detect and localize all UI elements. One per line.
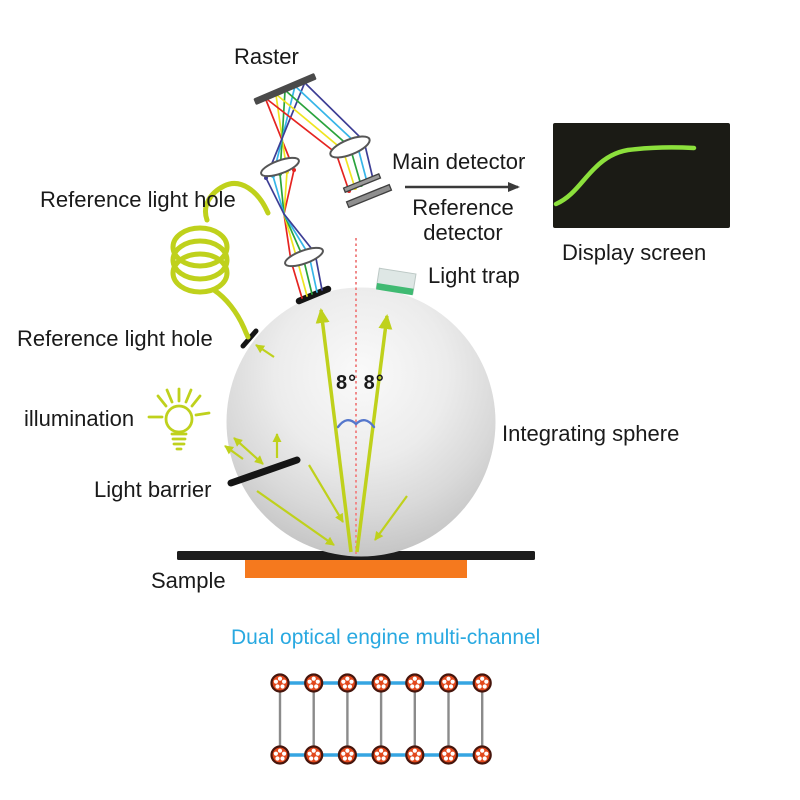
angle-arc xyxy=(336,419,376,429)
lens-icon xyxy=(284,246,324,268)
label-main-detector: Main detector xyxy=(392,149,526,174)
channel-node-icon xyxy=(337,673,357,693)
channel-node-icon xyxy=(304,673,324,693)
ladder-diagram xyxy=(270,673,492,765)
lens-icon xyxy=(260,156,300,178)
channel-node-icon xyxy=(371,745,391,765)
sample-strip xyxy=(245,560,467,578)
channel-node-icon xyxy=(405,673,425,693)
label-reference-light-hole-top: Reference light hole xyxy=(40,187,236,212)
label-reference-light-hole-side: Reference light hole xyxy=(17,326,213,351)
beam-rays xyxy=(264,81,375,299)
light-barrier-bar xyxy=(227,456,301,487)
signal-curve xyxy=(553,145,697,207)
lens-icon xyxy=(329,135,371,159)
label-reference-detector: Reference detector xyxy=(412,195,514,245)
label-light-trap: Light trap xyxy=(428,263,520,288)
channel-node-icon xyxy=(472,745,492,765)
label-sample: Sample xyxy=(151,568,226,593)
channel-node-icon xyxy=(270,745,290,765)
light-bulb-icon xyxy=(147,387,211,451)
sphere-arrows xyxy=(315,308,393,553)
channel-node-icon xyxy=(371,673,391,693)
label-integrating-sphere: Integrating sphere xyxy=(502,421,680,446)
channel-node-icon xyxy=(405,745,425,765)
grating-icon xyxy=(253,73,317,105)
channel-node-icon xyxy=(304,745,324,765)
channel-node-icon xyxy=(270,673,290,693)
detector-icon xyxy=(342,172,393,209)
label-raster: Raster xyxy=(234,44,299,69)
measurement-port xyxy=(295,285,332,305)
label-light-barrier: Light barrier xyxy=(94,477,212,502)
label-measurement-angle: 8° 8° xyxy=(336,372,385,394)
display-screen xyxy=(553,123,730,228)
label-display-screen: Display screen xyxy=(562,240,707,265)
fiber-coil xyxy=(170,181,271,340)
light-trap-box xyxy=(375,267,417,296)
channel-node-icon xyxy=(472,673,492,693)
label-dual-optical-engine: Dual optical engine multi-channel xyxy=(231,626,541,649)
channel-node-icon xyxy=(438,673,459,693)
label-illumination: illumination xyxy=(24,406,135,431)
channel-node-icon xyxy=(337,745,357,765)
integrating-sphere-shape xyxy=(226,287,496,557)
scatter-arrows xyxy=(224,344,408,546)
channel-node-icon xyxy=(438,745,459,765)
